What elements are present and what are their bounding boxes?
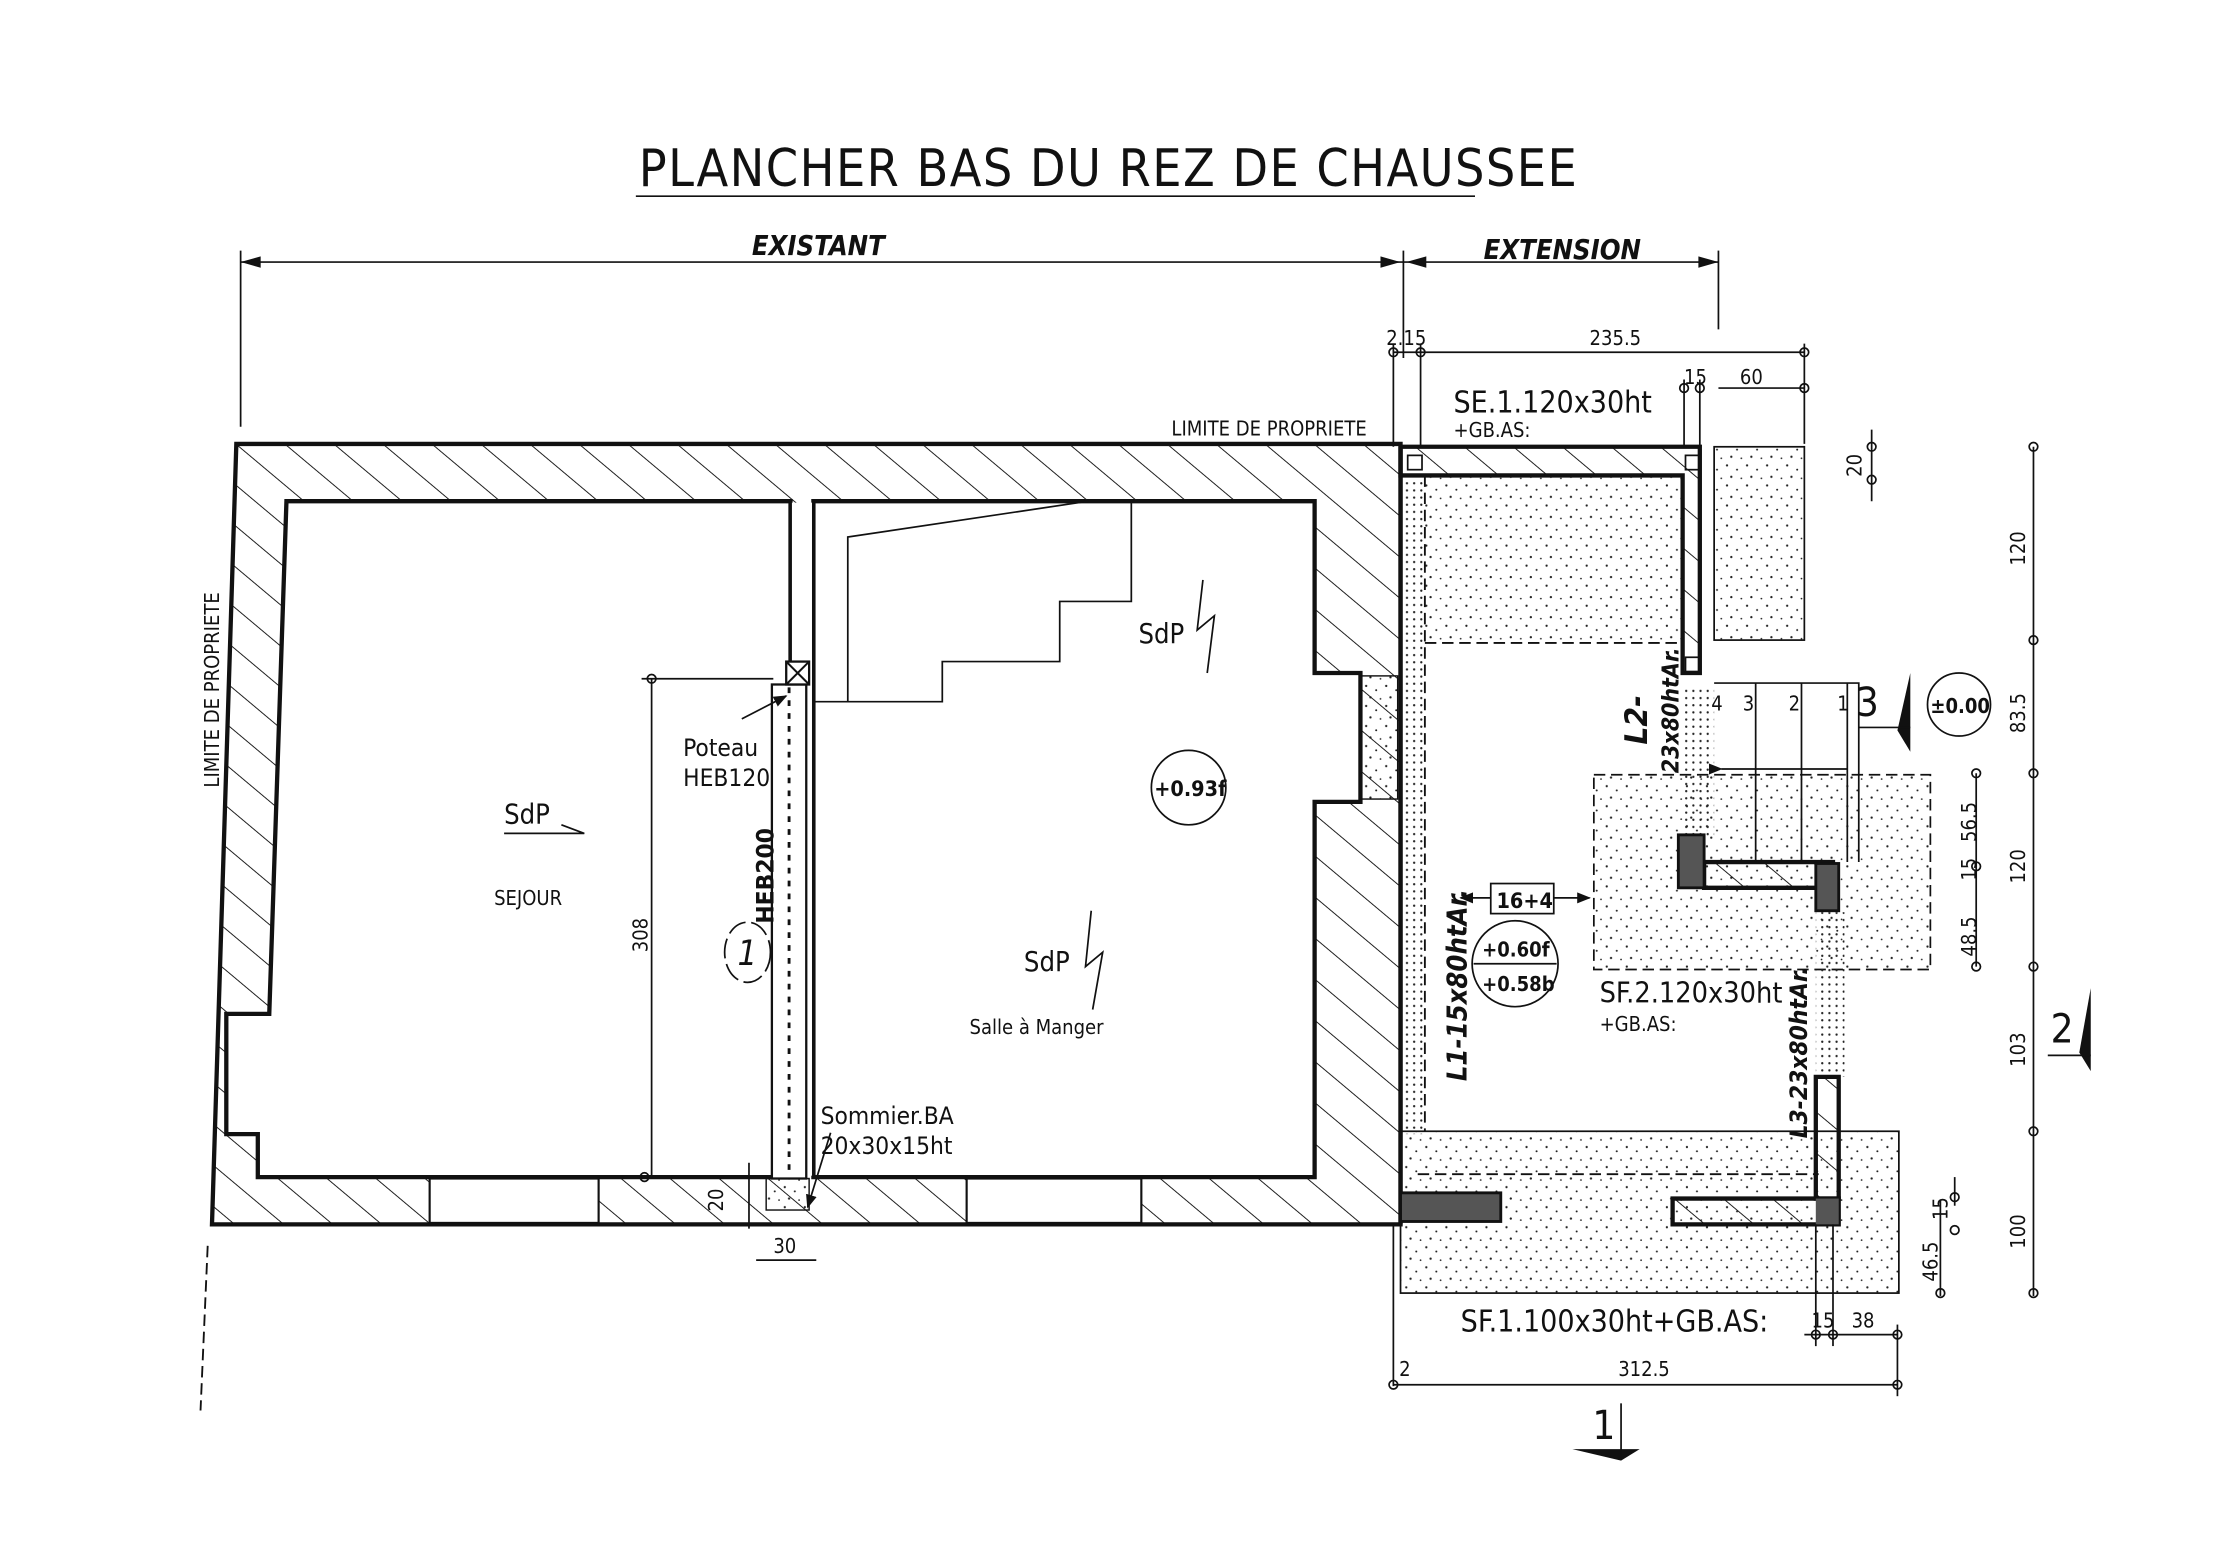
sejour-name: SEJOUR [494, 886, 563, 910]
dim-235-5: 235.5 [1590, 326, 1642, 350]
beam-reference-circle [723, 921, 772, 984]
sommier-leader [806, 1132, 832, 1209]
window-opening [965, 1177, 1143, 1224]
dim-60: 60 [1740, 365, 1763, 389]
level-circle-salle [1150, 749, 1227, 826]
dim-2-15: 2.15 [1386, 326, 1426, 350]
stair-step-4: 4 [1711, 691, 1722, 715]
sommier-footing [765, 1177, 810, 1211]
stairs [1708, 682, 1860, 863]
property-limit-left: LIMITE DE PROPRIETE [200, 592, 224, 787]
level-salle: +0.93f [1154, 777, 1227, 802]
stair-step-2: 2 [1789, 691, 1800, 715]
beam-reference: 1 [738, 934, 758, 974]
sf2-label: SF.2.120x30ht [1600, 975, 1783, 1009]
sommier-dim: 20x30x15ht [821, 1131, 953, 1160]
section-2-label: 2 [2051, 1006, 2074, 1052]
extension-dimension-lines [1388, 343, 2039, 1397]
stair-outline [812, 500, 1133, 703]
label-existant: EXISTANT [752, 231, 887, 262]
sejour-span-arrow [504, 824, 585, 835]
level-circle-stairs [1926, 672, 1992, 737]
salle-span-arrow [1084, 910, 1104, 1010]
stair-step-3: 3 [1743, 691, 1754, 715]
wall-opening-infill [1359, 675, 1399, 800]
poteau-type: HEB120 [683, 763, 770, 792]
salle-sdp: SdP [1024, 947, 1070, 978]
section-marker-2 [2047, 988, 2091, 1072]
dim-312-5: 312.5 [1618, 1357, 1670, 1381]
salle-name: Salle à Manger [970, 1015, 1105, 1039]
property-limit-top: LIMITE DE PROPRIETE [1171, 416, 1366, 440]
dim-120-top: 120 [2006, 531, 2030, 565]
label-extension: EXTENSION [1484, 235, 1641, 266]
sommier-label: Sommier.BA [821, 1101, 954, 1130]
sf1-label: SF.1.100x30ht+GB.AS: [1461, 1305, 1769, 1340]
zone-dimension-line [239, 250, 1720, 427]
beam-label: HEB200 [750, 828, 779, 924]
dim-38: 38 [1852, 1308, 1875, 1332]
slab-tag: 16+4 [1496, 889, 1553, 914]
poteau-leader [741, 695, 788, 720]
l1-label: L1-15x80htAr. [1442, 889, 1473, 1081]
l3-label: L3-23x80htAr. [1784, 966, 1813, 1138]
dim-56-5: 56.5 [1957, 802, 1981, 842]
sejour-sdp: SdP [504, 799, 550, 830]
se1-gb: +GB.AS: [1454, 418, 1531, 442]
window-opening [428, 1177, 600, 1224]
level-stairs: ±0.00 [1930, 694, 1990, 718]
section-3-label: 3 [1856, 680, 1879, 726]
dimension-308 [639, 673, 774, 1183]
dim-20-right: 20 [1843, 454, 1867, 477]
stair-step-1: 1 [1837, 691, 1848, 715]
dim-2-bottom: 2 [1399, 1357, 1410, 1381]
level-extension-bottom: +0.58b [1482, 972, 1555, 996]
l2-dim: 23x80htAr. [1658, 647, 1684, 773]
dim-30: 30 [773, 1234, 796, 1258]
section-marker-1 [1572, 1403, 1640, 1461]
dim-100: 100 [2006, 1214, 2030, 1248]
heb200-beam [765, 660, 811, 1211]
dim-103: 103 [2006, 1032, 2030, 1066]
se1-label: SE.1.120x30ht [1454, 385, 1652, 420]
upper-span-arrow [1196, 579, 1216, 674]
property-limit-line [199, 1245, 209, 1411]
section-marker-3 [1858, 673, 1911, 752]
l2-label: L2- [1619, 695, 1655, 745]
dim-15-bottom: 15 [1812, 1308, 1835, 1332]
drawing-title: PLANCHER BAS DU REZ DE CHAUSSEE [639, 139, 1579, 199]
sf2-gb: +GB.AS: [1600, 1012, 1677, 1036]
dim-15-mid: 15 [1957, 858, 1981, 881]
extension-footings [1399, 445, 1932, 1294]
poteau-label: Poteau [683, 733, 758, 762]
level-circle-extension [1471, 919, 1559, 1008]
dim-83-5: 83.5 [2006, 693, 2030, 733]
dim-15-top: 15 [1684, 365, 1707, 389]
dim-46-5: 46.5 [1919, 1242, 1943, 1282]
dim-48-5: 48.5 [1957, 916, 1981, 956]
dim-120-mid: 120 [2006, 849, 2030, 883]
dim-20-left: 20 [704, 1189, 728, 1212]
dim-15-low: 15 [1929, 1197, 1953, 1220]
level-extension-top: +0.60f [1482, 938, 1550, 962]
section-1-label: 1 [1592, 1403, 1615, 1449]
dim-308: 308 [628, 918, 652, 952]
upper-sdp: SdP [1138, 619, 1184, 650]
